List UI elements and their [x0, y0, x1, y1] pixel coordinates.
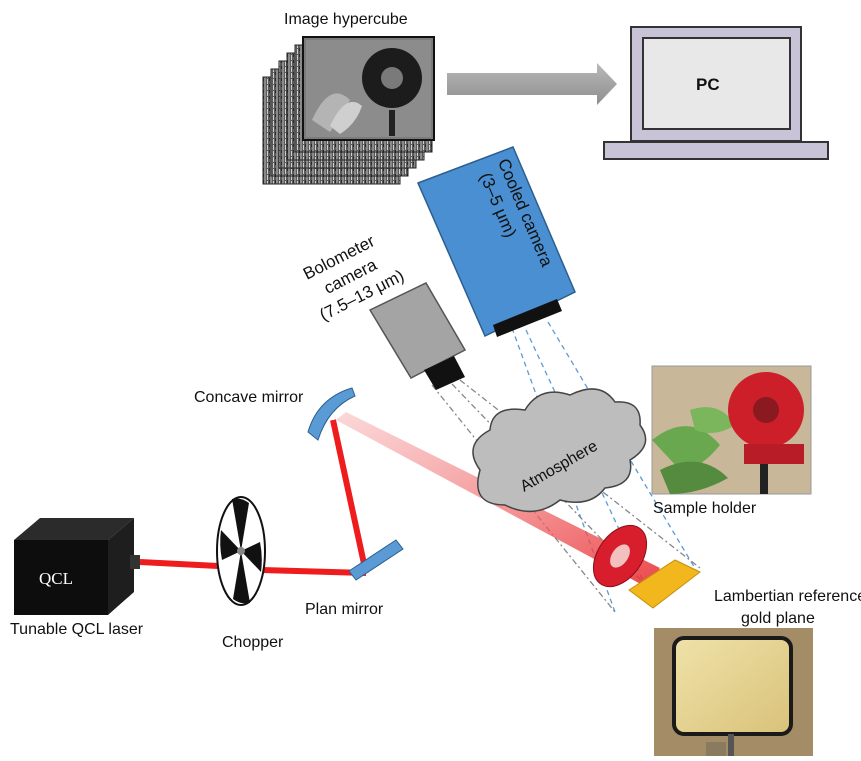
- tunable-qcl-label: Tunable QCL laser: [10, 621, 144, 638]
- cloud-icon: [472, 388, 647, 513]
- lambertian-line2: gold plane: [741, 610, 815, 627]
- chopper-label: Chopper: [222, 634, 284, 651]
- pc: PC: [603, 26, 829, 160]
- laser-beam: [139, 419, 369, 576]
- concave-mirror: Concave mirror: [194, 387, 356, 441]
- chopper-wheel-icon: [216, 496, 266, 606]
- concave-mirror-label: Concave mirror: [194, 389, 304, 406]
- lambertian-line1: Lambertian reference: [714, 588, 861, 605]
- right-arrow-icon: [447, 63, 617, 105]
- laptop-icon: [603, 26, 829, 160]
- chopper: Chopper: [216, 496, 284, 651]
- pc-label: PC: [696, 75, 720, 94]
- laser-box-icon: [14, 518, 140, 615]
- transfer-arrow: [447, 63, 617, 105]
- plan-mirror: Plan mirror: [305, 539, 404, 618]
- camera-icon: [368, 282, 467, 390]
- hypercube-stack: [262, 36, 435, 185]
- gold-plane-photo: [654, 628, 813, 756]
- sample-holder-label: Sample holder: [653, 500, 757, 517]
- qcl-box-label: QCL: [39, 569, 73, 588]
- gold-plane-on-path: [628, 559, 701, 609]
- plan-mirror-label: Plan mirror: [305, 601, 384, 618]
- bolometer-camera: Bolometer camera (7.5–13 μm): [300, 231, 467, 390]
- camera-icon: [416, 146, 576, 338]
- sample-holder-photo: [651, 365, 812, 495]
- qcl-laser: QCL Tunable QCL laser: [10, 518, 144, 638]
- atmosphere: Atmosphere: [472, 388, 647, 513]
- sample-on-path: [592, 524, 648, 588]
- hypercube-label: Image hypercube: [284, 11, 408, 28]
- mirror-icon: [348, 539, 404, 581]
- image-hypercube: Image hypercube: [262, 11, 435, 185]
- mirror-icon: [307, 387, 356, 441]
